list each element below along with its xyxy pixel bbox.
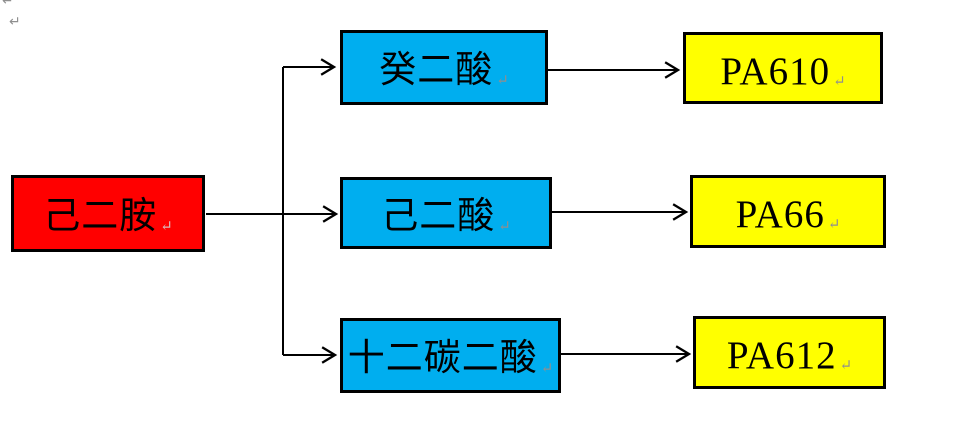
node-sebacic-acid[interactable]: 癸二酸↵ <box>340 30 548 105</box>
node-label: 癸二酸 <box>379 50 494 91</box>
node-pa610[interactable]: PA610↵ <box>683 32 883 104</box>
paragraph-mark: ↵ <box>540 361 554 377</box>
node-label: PA612 <box>726 334 837 377</box>
node-dodecanedioic-acid[interactable]: 十二碳二酸↵ <box>340 318 561 393</box>
paragraph-mark: ↵ <box>827 217 841 233</box>
paragraph-mark: ↵ <box>498 218 511 235</box>
paragraph-mark: ↵ <box>833 73 846 90</box>
node-label: PA66 <box>735 193 825 236</box>
node-label: 十二碳二酸 <box>347 338 538 379</box>
node-pa612[interactable]: PA612↵ <box>693 316 886 389</box>
node-adipic-acid[interactable]: 己二酸↵ <box>340 177 552 249</box>
node-hexamethylenediamine[interactable]: 己二胺↵ <box>11 175 205 252</box>
paragraph-mark: ↵ <box>160 219 173 235</box>
node-pa66[interactable]: PA66↵ <box>690 175 886 248</box>
paragraph-mark: ↵ <box>2 0 14 9</box>
paragraph-mark: ↵ <box>9 14 21 30</box>
node-label: 己二胺 <box>43 196 158 237</box>
paragraph-mark: ↵ <box>496 73 509 89</box>
node-label: 己二酸 <box>381 195 496 237</box>
paragraph-mark: ↵ <box>839 358 853 374</box>
node-label: PA610 <box>720 49 831 93</box>
